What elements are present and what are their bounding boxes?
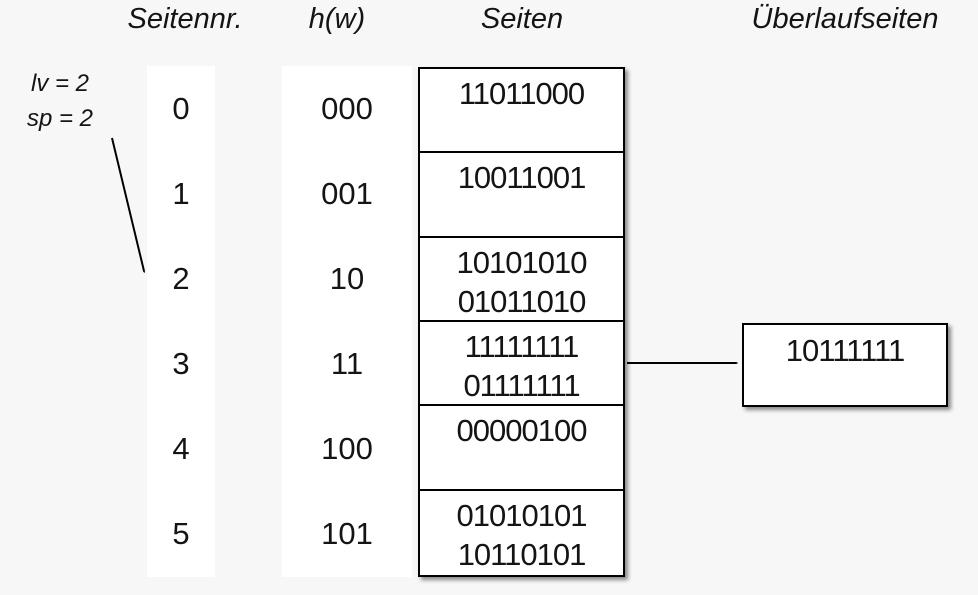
page-cell-5: 01010101 10110101 [420,491,623,575]
page-cell-0: 11011000 [420,69,623,154]
overflow-page-box: 10111111 [742,323,948,407]
record: 01111111 [463,368,580,403]
page-cell-4: 00000100 [420,406,623,491]
hash-value: 101 [321,516,373,552]
page-number-column: 0 1 2 3 4 5 [147,66,215,577]
header-hash-function: h(w) [308,3,366,35]
pages-table: 11011000 10011001 10101010 01011010 1111… [418,67,625,577]
hash-value-column: 000 001 10 11 100 101 [282,66,412,577]
record: 10110101 [457,536,587,572]
page-cell-2: 10101010 01011010 [420,238,623,322]
page-number: 4 [172,431,190,467]
header-ueberlaufseiten: Überlaufseiten [751,3,939,35]
page-cell-1: 10011001 [420,153,623,238]
record: 00000100 [456,413,588,449]
record: 11011000 [458,76,585,111]
record: 10011001 [457,160,587,196]
hash-value: 10 [329,260,365,296]
page-number: 0 [172,90,190,126]
page-cell-3: 11111111 01111111 [420,322,623,407]
annotation-sp: sp = 2 [26,105,94,132]
hash-value: 11 [330,346,364,382]
header-seiten: Seiten [480,3,564,35]
annotation-arrow [111,137,144,271]
header-seitennr: Seitennr. [127,3,243,35]
record: 01011010 [457,283,587,319]
page-number: 2 [172,260,190,296]
page-number: 3 [172,346,190,382]
record: 01010101 [456,497,588,533]
hash-value: 000 [321,90,373,126]
record: 10101010 [456,244,588,280]
state-annotation: lv = 2 sp = 2 [6,66,114,136]
page-number: 5 [172,516,190,552]
record: 11111111 [464,329,580,364]
hash-value: 100 [321,431,373,467]
page-number: 1 [172,175,190,211]
hash-value: 001 [321,175,373,211]
overflow-record: 10111111 [785,333,905,368]
annotation-lv: lv = 2 [30,70,90,97]
